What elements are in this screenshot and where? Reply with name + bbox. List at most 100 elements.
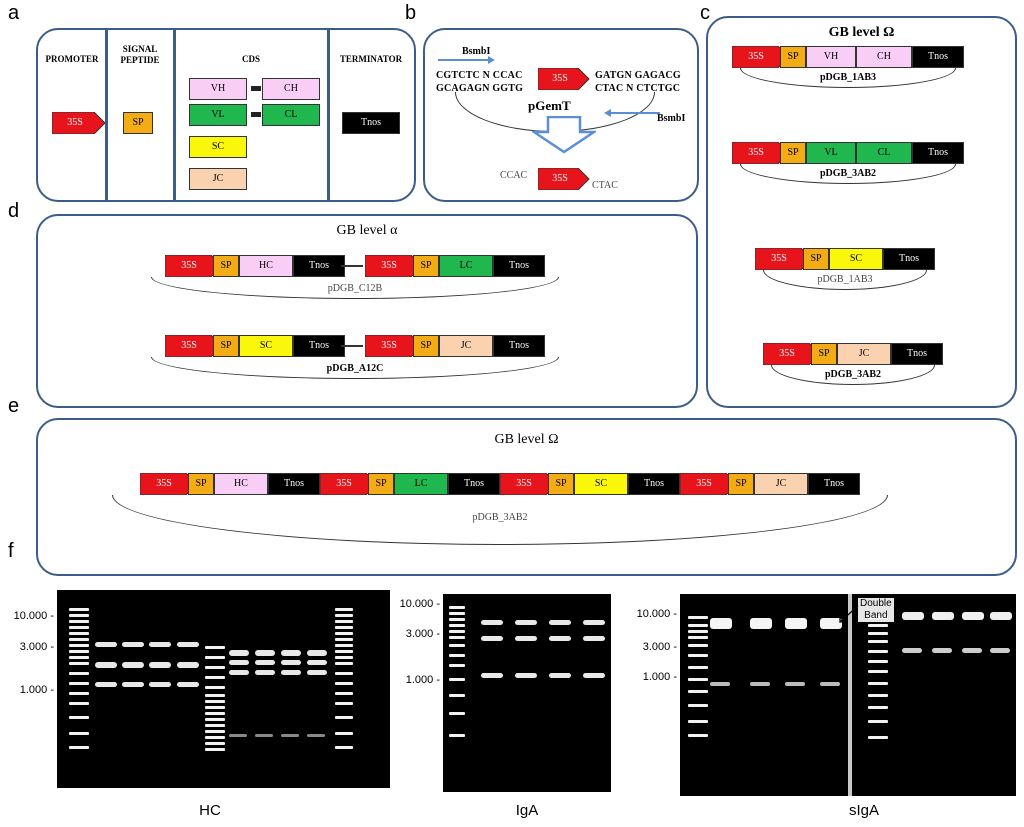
ladder-band <box>449 644 465 647</box>
ladder-band <box>335 682 353 685</box>
gel-band <box>962 612 984 620</box>
gel-band <box>932 648 952 653</box>
construct-name: pDGB_3AB2 <box>472 512 528 523</box>
sc-block: SC <box>189 136 247 158</box>
ladder-band <box>205 666 225 669</box>
ladder-band <box>868 720 888 723</box>
ladder-band <box>868 632 888 635</box>
gel-band <box>750 618 772 629</box>
link-dash <box>251 86 261 91</box>
ladder-band <box>868 660 888 663</box>
gel-siga <box>680 594 1016 796</box>
gel-band <box>229 734 247 737</box>
ladder-band <box>69 608 89 611</box>
sc-block: SC <box>239 335 293 357</box>
promoter-label: 35S <box>771 253 787 264</box>
gel-band <box>149 642 171 647</box>
gel-band <box>990 648 1010 653</box>
ladder-band <box>449 618 465 621</box>
gel-iga <box>443 594 611 792</box>
divider <box>327 30 330 200</box>
tnos-block: Tnos <box>628 473 680 495</box>
ladder-band <box>69 626 89 629</box>
cl-block: CL <box>856 142 912 164</box>
sc-block: SC <box>829 248 883 270</box>
panel-b <box>423 28 699 202</box>
ladder-band <box>868 670 888 673</box>
sp-block: SP <box>803 248 829 270</box>
ladder-band <box>449 678 465 681</box>
gel-band <box>122 662 144 668</box>
gel-band <box>255 660 275 665</box>
ladder-band <box>69 656 89 659</box>
panel-label-e: e <box>8 395 20 417</box>
sp-block: SP <box>811 343 837 365</box>
gel-band <box>710 682 730 686</box>
sp-block: SP <box>780 46 806 68</box>
sp-block: SP <box>413 335 439 357</box>
panel-label-b: b <box>405 2 417 24</box>
gel-band <box>932 612 954 620</box>
gel-band <box>583 673 605 678</box>
ladder-band <box>688 690 708 693</box>
tnos-block: Tnos <box>883 248 935 270</box>
cl-block: CL <box>262 104 320 126</box>
gel-band <box>785 618 807 629</box>
ladder-band <box>205 700 225 703</box>
ladder-band <box>205 656 225 659</box>
out-left-seq: CCAC <box>500 170 528 181</box>
gel-band <box>95 662 117 668</box>
gel-name-siga: sIgA <box>848 802 879 819</box>
promoter-label: 35S <box>181 260 197 271</box>
jc-block: JC <box>189 168 247 190</box>
gel-band <box>149 682 171 687</box>
divider <box>105 30 108 200</box>
gel-band <box>255 650 275 656</box>
ladder-band <box>69 638 89 641</box>
jc-block: JC <box>837 343 891 365</box>
gel-band <box>281 734 299 737</box>
gel-band <box>177 682 199 687</box>
gel-band <box>481 636 503 641</box>
marker-1000: 1.000 - <box>19 684 54 696</box>
promoter-label: 35S <box>67 117 83 128</box>
gel-name-iga: IgA <box>515 802 539 819</box>
gel-band <box>149 662 171 668</box>
sp-block: SP <box>213 255 239 277</box>
gel-band <box>307 650 327 656</box>
panel-a <box>36 28 416 202</box>
out-right-seq: CTAC <box>592 180 618 191</box>
ladder-band <box>688 630 708 633</box>
panel-c-title: GB level Ω <box>828 25 895 40</box>
hc-block: HC <box>214 473 268 495</box>
panel-label-d: d <box>8 200 20 222</box>
header-signal-peptide-text: SIGNAL PEPTIDE <box>120 44 160 65</box>
ladder-band <box>868 682 888 685</box>
sp-block: SP <box>548 473 574 495</box>
vh-block: VH <box>189 78 247 100</box>
gel-band <box>229 670 249 675</box>
construct-name: pDGB_A12C <box>326 363 384 374</box>
ladder-band <box>688 734 708 737</box>
gel-band <box>281 650 301 656</box>
construct-name: pDGB_C12B <box>327 283 383 294</box>
promoter-label: 35S <box>696 478 712 489</box>
ladder-band <box>868 624 888 627</box>
jc-block: JC <box>754 473 808 495</box>
header-signal-peptide: SIGNAL PEPTIDE <box>108 44 172 66</box>
down-arrow-icon <box>532 116 596 154</box>
ladder-band <box>449 712 465 715</box>
sp-block: SP <box>368 473 394 495</box>
ladder-band <box>868 650 888 653</box>
ladder-band <box>205 686 225 689</box>
ladder-band <box>205 646 225 649</box>
ladder-band <box>69 702 89 705</box>
vector-label: pGemT <box>528 98 571 113</box>
link-dash <box>251 112 261 117</box>
gel-band <box>549 636 571 641</box>
construct-name: pDGB_3AB2 <box>824 369 882 380</box>
gel-band <box>962 648 982 653</box>
arrow-left-icon <box>604 109 660 117</box>
ladder-band <box>205 718 225 721</box>
link-line <box>341 345 363 347</box>
